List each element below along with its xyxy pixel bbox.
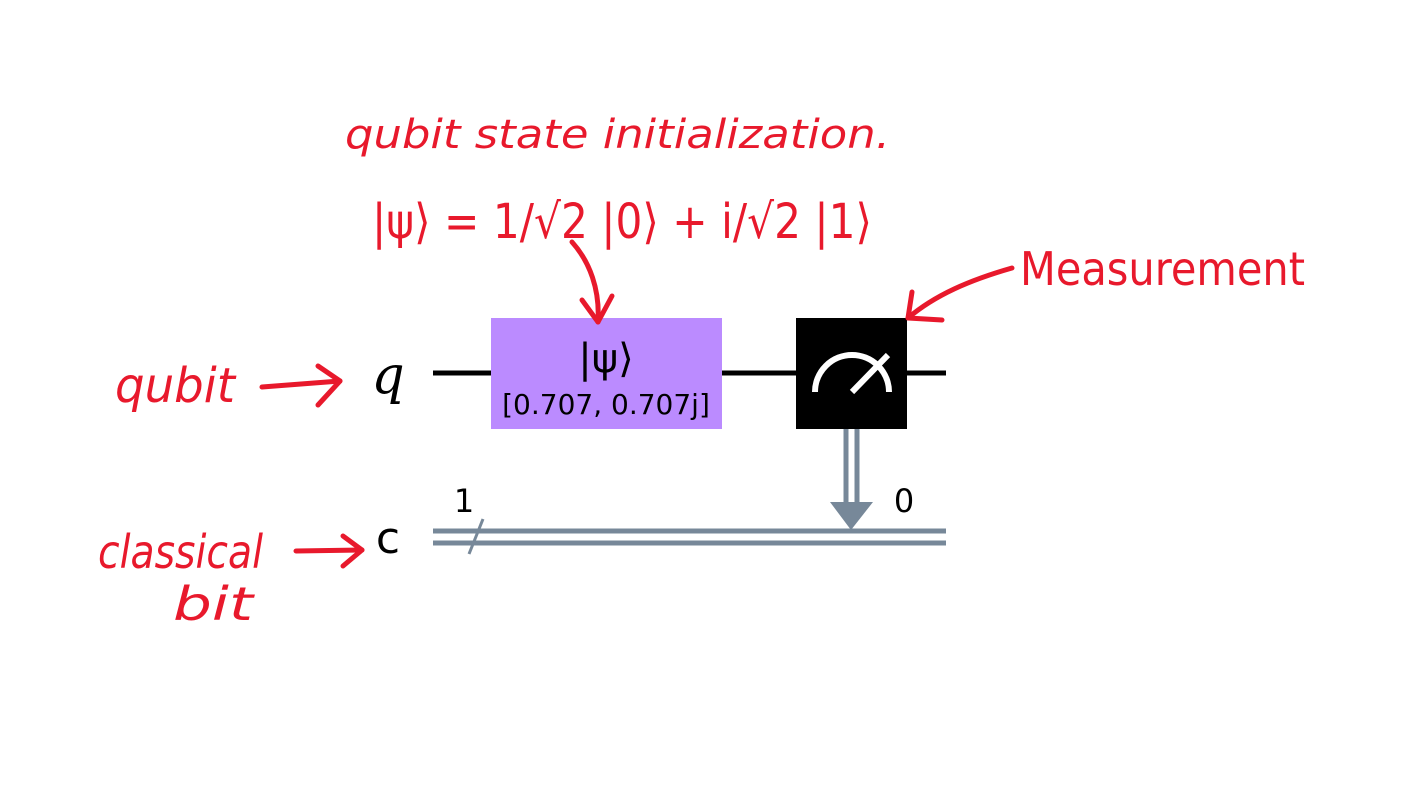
classical-bundle-slash <box>467 518 485 555</box>
qubit-register-label: q <box>371 346 404 406</box>
classical-register-label: c <box>376 513 400 564</box>
init-title-annotation: qubit state initialization. <box>345 112 890 158</box>
arrow-to-qubit-register <box>259 363 343 408</box>
init-formula-annotation: |ψ⟩ = 1/√2 |0⟩ + i/√2 |1⟩ <box>372 194 872 250</box>
measurement-annotation: Measurement <box>1020 242 1305 296</box>
classical-annotation-line1: classical <box>98 525 263 579</box>
arrow-to-measure-gate <box>905 265 1015 323</box>
init-gate <box>491 318 722 429</box>
arrow-to-classical-register <box>293 533 365 569</box>
meter-icon <box>812 352 892 395</box>
init-gate-params: [0.707, 0.707j] <box>502 388 710 421</box>
classical-annotation-line2: bit <box>173 577 256 631</box>
measure-gate <box>796 318 907 429</box>
measure-target-bit: 0 <box>894 482 914 520</box>
classical-width-label: 1 <box>454 482 474 520</box>
arrow-to-init-gate <box>569 239 615 325</box>
init-gate-symbol: |ψ⟩ <box>578 336 633 382</box>
qubit-annotation: qubit <box>115 358 237 414</box>
measure-arrow-head <box>830 502 873 530</box>
